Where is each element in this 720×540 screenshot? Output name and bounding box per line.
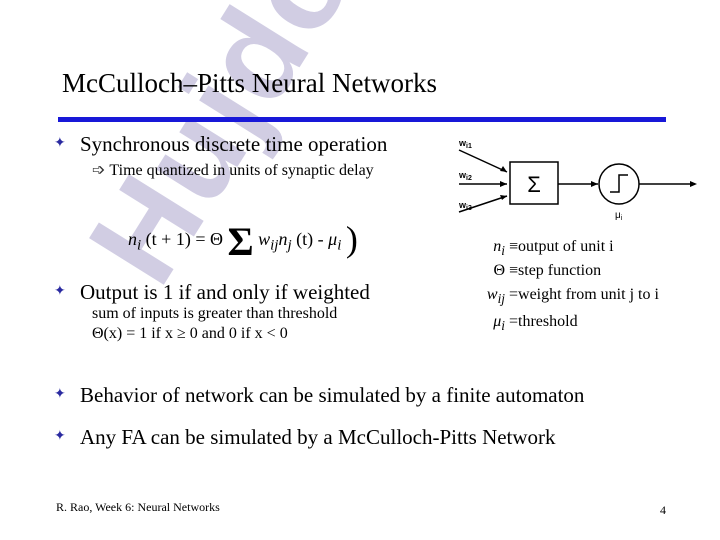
legend-row: ni≡output of unit i [465, 238, 614, 259]
bullet-4-text: Any FA can be simulated by a McCulloch-P… [80, 425, 556, 449]
input-arrow-3 [458, 195, 508, 213]
formula-nj-sub: j [287, 237, 292, 254]
threshold-label: μi [615, 210, 623, 222]
formula-mu-sub: i [337, 237, 342, 254]
input-label-1: wi1 [458, 138, 472, 150]
formula-bracket: ) [345, 219, 358, 259]
formula-w: w [258, 229, 271, 249]
arrow-bullet-icon: ➩ [92, 162, 106, 179]
formula-mu: μ [328, 229, 338, 249]
slide-title: McCulloch–Pitts Neural Networks [62, 68, 437, 98]
legend-row: wij=weight from unit j to i [465, 286, 659, 307]
sum-box [509, 161, 559, 205]
legend-text: =weight from unit j to i [509, 286, 659, 303]
bullet-3: ✦ Behavior of network can be simulated b… [54, 383, 585, 408]
formula-nj-arg: (t) - [296, 229, 324, 249]
formula-nj: n [278, 229, 288, 249]
legend-subscript: ij [497, 291, 505, 307]
bullet-2-text: Output is 1 if and only if weighted [80, 280, 370, 304]
star-bullet-icon: ✦ [54, 429, 66, 444]
neuron-diagram: wi1 wi2 wi3 Σ μi [458, 138, 697, 222]
formula: ni (t + 1) = Θ Σ wijnj (t) - μi ) [128, 218, 358, 265]
legend-subscript: i [501, 243, 505, 259]
bullet-1-text: Synchronous discrete time operation [80, 132, 388, 156]
legend-symbol: w [486, 286, 498, 303]
bullet-2-sub-2: Θ(x) = 1 if x ≥ 0 and 0 if x < 0 [92, 325, 288, 342]
bullet-2: ✦ Output is 1 if and only if weighted [54, 280, 370, 305]
title-rule [58, 117, 666, 122]
legend-symbol: μ [493, 313, 502, 330]
star-bullet-icon: ✦ [54, 136, 66, 151]
formula-n-sub: i [137, 237, 142, 254]
step-function-icon [610, 174, 628, 193]
bullet-1-sub: ➩Time quantized in units of synaptic del… [92, 160, 374, 180]
legend-row: μi=threshold [465, 313, 578, 334]
input-arrow-1 [458, 149, 508, 173]
legend-text: =threshold [509, 313, 578, 330]
legend-symbol: n [493, 238, 502, 255]
formula-sum: Σ [227, 219, 254, 264]
formula-lhs-arg: (t + 1) = Θ [145, 229, 223, 249]
bullet-4: ✦ Any FA can be simulated by a McCulloch… [54, 425, 556, 450]
legend-row: Θ≡step function [465, 262, 601, 280]
bullet-3-text: Behavior of network can be simulated by … [80, 383, 585, 407]
star-bullet-icon: ✦ [54, 284, 66, 299]
bullet-2-sub-1: sum of inputs is greater than threshold [92, 305, 338, 322]
legend-text: ≡step function [509, 262, 602, 279]
legend-symbol: Θ [493, 262, 505, 279]
bullet-1-sub-text: Time quantized in units of synaptic dela… [109, 162, 374, 179]
footer: R. Rao, Week 6: Neural Networks [56, 500, 220, 514]
bullet-1: ✦ Synchronous discrete time operation [54, 132, 388, 157]
formula-n: n [128, 229, 137, 249]
star-bullet-icon: ✦ [54, 387, 66, 402]
page-number: 4 [660, 503, 666, 517]
input-label-2: wi2 [458, 170, 472, 182]
legend-text: ≡output of unit i [509, 238, 614, 255]
formula-w-sub: ij [270, 237, 279, 254]
legend-subscript: i [501, 318, 505, 334]
sum-symbol: Σ [527, 172, 541, 197]
